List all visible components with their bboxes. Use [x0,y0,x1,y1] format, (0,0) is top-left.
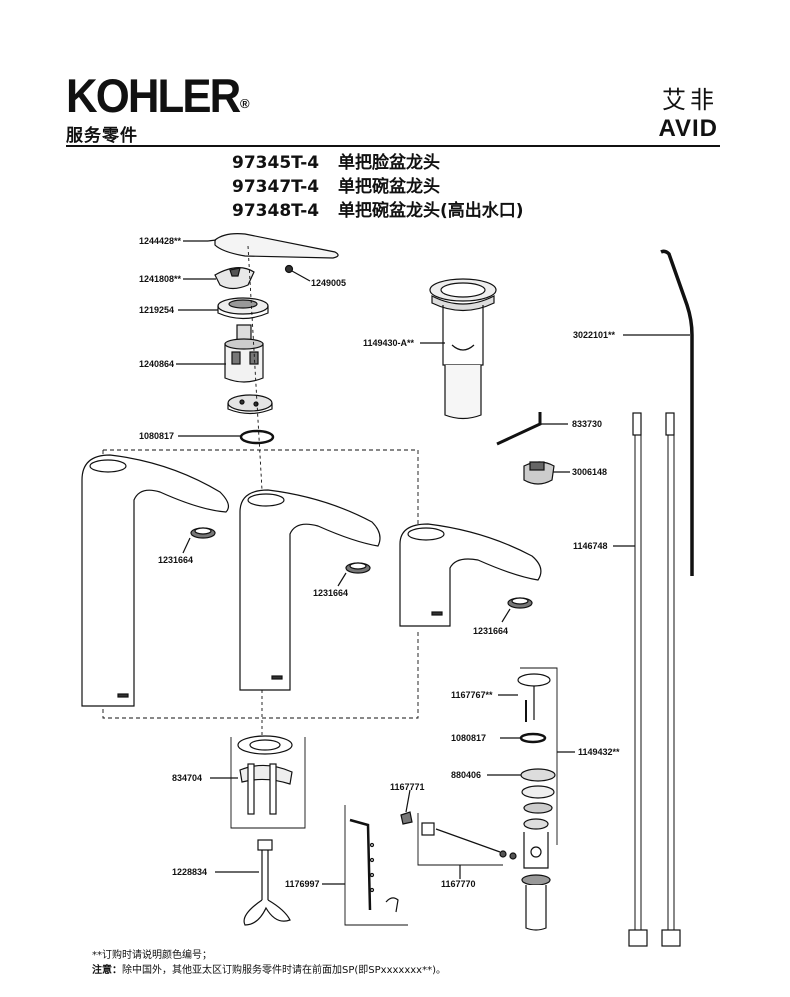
label-1240864: 1240864 [139,359,174,369]
model-list: 97345T-4 单把脸盆龙头 97347T-4 单把碗盆龙头 97348T-4 单把… [232,151,524,223]
model-name: 单把脸盆龙头 [338,153,440,173]
label-1149432: 1149432** [578,747,620,757]
nut-part [523,461,570,485]
hex-key-part [496,412,568,446]
footnote-note-text: 除中国外，其他亚太区订购服务零件时请在前面加SP(即SPxxxxxxx**)。 [122,965,446,976]
model-name: 单把碗盆龙头 [338,177,440,197]
handle-lever-part [207,233,339,259]
model-code: 97348T-4 [232,201,320,221]
popup-drain-part [517,667,575,931]
footnote-sp-note: 注意：除中国外，其他亚太区订购服务零件时请在前面加SP(即SPxxxxxxx**… [92,963,446,978]
series-name-cn: 艾非 [662,86,718,114]
pivot-rod-part [417,813,517,879]
brand-logo: KOHLER [66,69,241,122]
footnote: **订购时请说明颜色编号； 注意：除中国外，其他亚太区订购服务零件时请在前面加S… [92,948,446,978]
header-divider [66,145,720,147]
label-1080817-top: 1080817 [139,431,174,441]
label-1146748: 1146748 [573,541,608,551]
mounting-kit-part [210,735,306,829]
cartridge-base-part [227,394,273,415]
label-1149430: 1149430-A** [363,338,415,348]
cartridge-part [224,324,264,383]
label-880406: 880406 [451,770,481,780]
handle-adapter-part [214,267,255,290]
page-subtitle: 服务零件 [66,126,138,146]
faucet-body-tall [81,454,230,707]
model-row: 97345T-4 单把脸盆龙头 [232,151,524,175]
label-1231664-c: 1231664 [473,626,508,636]
faucet-body-medium [239,489,381,691]
label-3006148: 3006148 [572,467,607,477]
label-1167770: 1167770 [441,879,476,889]
aerator-part [182,527,216,554]
aerator-part [337,562,371,587]
label-1080817-bottom: 1080817 [451,733,486,743]
model-row: 97348T-4 单把碗盆龙头(高出水口) [232,199,524,223]
label-1231664-b: 1231664 [313,588,348,598]
label-1219254: 1219254 [139,305,174,315]
label-1167771: 1167771 [390,782,425,792]
aerator-part [501,597,533,623]
model-code: 97345T-4 [232,153,320,173]
model-code: 97347T-4 [232,177,320,197]
label-833730: 833730 [572,419,602,429]
label-1176997: 1176997 [285,879,320,889]
popup-rod-part [623,249,694,576]
spring-clip-part [400,811,413,825]
installation-tool-part [215,839,291,926]
registered-mark: ® [240,96,250,111]
label-1228834: 1228834 [172,867,207,877]
series-name-en: AVID [658,115,718,142]
set-screw-part [284,264,311,282]
label-1244428: 1244428** [139,236,182,246]
label-834704: 834704 [172,773,202,783]
cartridge-cap-part [217,297,269,320]
label-1167767: 1167767** [451,690,493,700]
supply-hoses-part [613,412,681,947]
label-3022101: 3022101** [573,330,616,340]
model-name: 单把碗盆龙头(高出水口) [338,201,524,221]
footnote-color-note: **订购时请说明颜色编号； [92,950,212,961]
faucet-body-short [399,523,542,627]
label-1241808: 1241808** [139,274,182,284]
drain-linkage-part [322,805,408,926]
model-row: 97347T-4 单把碗盆龙头 [232,175,524,199]
footnote-note-label: 注意： [92,965,122,976]
adapter-sleeve-part [429,278,497,420]
o-ring-part [239,429,275,445]
label-1231664-a: 1231664 [158,555,193,565]
label-1249005: 1249005 [311,278,346,288]
